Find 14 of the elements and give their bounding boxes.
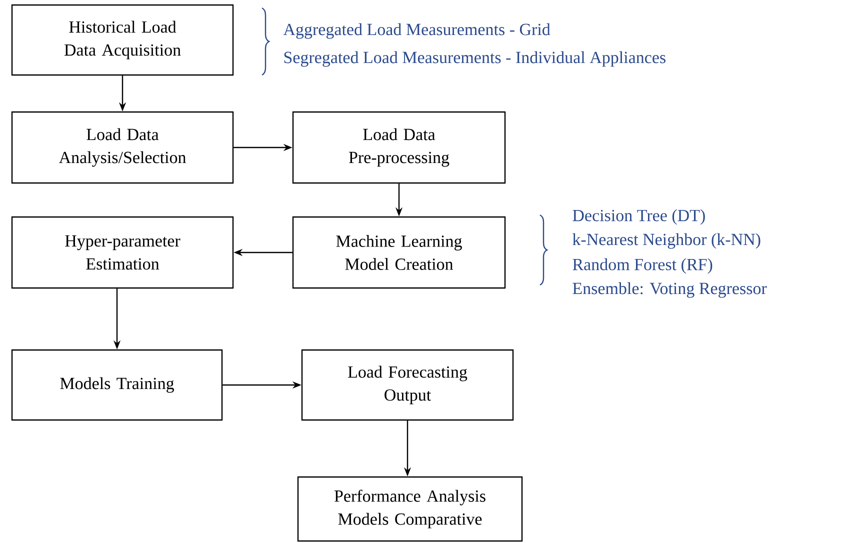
process-box: Performance Analysis Models Comparative [297,476,523,542]
annotation-text: k-Nearest Neighbor (k-NN) [572,233,760,249]
process-box: Load Forecasting Output [301,349,514,421]
annotation-text: Decision Tree (DT) [572,209,705,225]
process-box: Machine Learning Model Creation [292,216,506,289]
annotation-text: Ensemble: Voting Regressor [572,282,767,298]
process-box: Models Training [11,349,223,421]
process-box: Load Data Pre-processing [292,111,506,184]
annotation-text: Random Forest (RF) [572,258,712,274]
annotation-text: Segregated Load Measurements - Individual Appliances [284,51,666,67]
process-box: Historical Load Data Acquisition [11,4,234,76]
process-box: Load Data Analysis/Selection [11,111,234,184]
annotation-text: Aggregated Load Measurements - Grid [283,23,550,39]
process-box: Hyper-parameter Estimation [11,216,234,289]
